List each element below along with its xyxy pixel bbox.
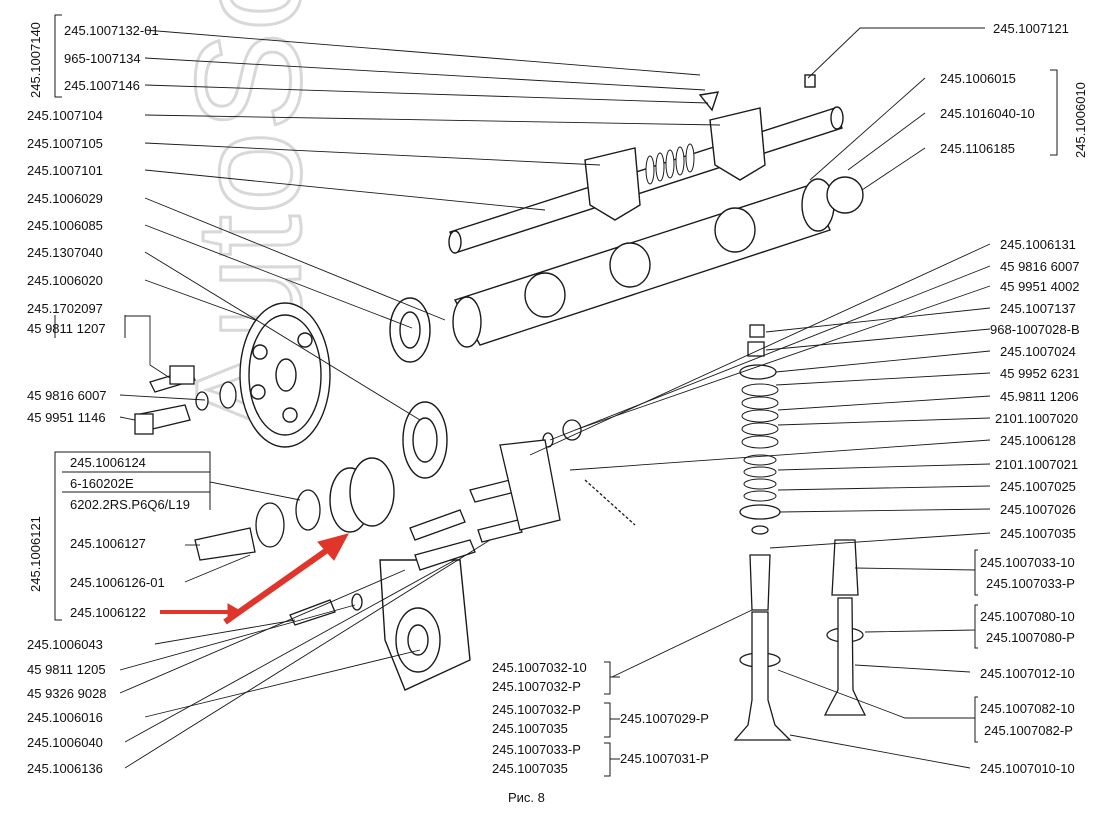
label-l17: 6202.2RS.P6Q6/L19 — [70, 497, 190, 512]
label-l26: 245.1006136 — [27, 761, 103, 776]
label-l06: 245.1007101 — [27, 163, 103, 178]
label-l08: 245.1006085 — [27, 218, 103, 233]
label-l25: 245.1006040 — [27, 735, 103, 750]
label-l11: 245.1702097 — [27, 301, 103, 316]
label-r21: 245.1007080-10 — [980, 609, 1075, 624]
label-r08: 245.1007137 — [1000, 301, 1076, 316]
label-r05: 245.1006131 — [1000, 237, 1076, 252]
label-r19: 245.1007033-10 — [980, 555, 1075, 570]
label-r25: 245.1007082-Р — [984, 723, 1073, 738]
label-l24: 245.1006016 — [27, 710, 103, 725]
label-b08: 245.1007031-Р — [620, 751, 709, 766]
camshaft-assembly — [448, 74, 864, 348]
label-l15: 245.1006124 — [70, 455, 146, 470]
label-l13: 45 9816 6007 — [27, 388, 107, 403]
label-r06: 45 9816 6007 — [1000, 259, 1080, 274]
label-r10: 245.1007024 — [1000, 344, 1076, 359]
label-l04: 245.1007104 — [27, 108, 103, 123]
label-r26: 245.1007010-10 — [980, 761, 1075, 776]
label-b01: 245.1007032-10 — [492, 660, 587, 675]
group-label-g1: 245.1007140 — [28, 22, 43, 98]
label-r23: 245.1007012-10 — [980, 666, 1075, 681]
label-r02: 245.1006015 — [940, 71, 1016, 86]
label-r17: 245.1007026 — [1000, 502, 1076, 517]
label-b07: 245.1007029-Р — [620, 711, 709, 726]
label-l21: 245.1006043 — [27, 637, 103, 652]
label-r01: 245.1007121 — [993, 21, 1069, 36]
label-r09: 968-1007028-В — [990, 322, 1080, 337]
label-r13: 2101.1007020 — [995, 411, 1079, 426]
label-r04: 245.1106185 — [940, 141, 1015, 156]
label-r07: 45 9951 4002 — [1000, 279, 1080, 294]
group-label-g2: 245.1006121 — [28, 516, 43, 592]
label-r18: 245.1007035 — [1000, 526, 1076, 541]
figure-caption: Рис. 8 — [508, 790, 545, 805]
label-r11: 45 9952 6231 — [1000, 366, 1080, 381]
group-label-g3: 245.1006010 — [1073, 82, 1088, 158]
label-l16: 6-160202Е — [70, 476, 134, 491]
label-b02: 245.1007032-Р — [492, 679, 581, 694]
label-l09: 245.1307040 — [27, 245, 103, 260]
label-r12: 45.9811 1206 — [1000, 389, 1079, 404]
label-l22: 45 9811 1205 — [27, 662, 106, 677]
label-l01: 245.1007132-01 — [64, 23, 159, 38]
label-r14: 245.1006128 — [1000, 433, 1076, 448]
label-l07: 245.1006029 — [27, 191, 103, 206]
brackets — [54, 14, 1058, 777]
label-l19: 245.1006126-01 — [70, 575, 165, 590]
timing-gears — [239, 297, 471, 691]
label-r24: 245.1007082-10 — [980, 701, 1075, 716]
red-arrows — [160, 533, 349, 625]
label-l20: 245.1006122 — [70, 605, 146, 620]
label-l05: 245.1007105 — [27, 136, 103, 151]
label-l02: 965-1007134 — [64, 51, 141, 66]
label-l18: 245.1006127 — [70, 536, 146, 551]
label-r15: 2101.1007021 — [995, 457, 1079, 472]
label-r03: 245.1016040-10 — [940, 106, 1035, 121]
label-r20: 245.1007033-Р — [986, 576, 1075, 591]
label-l12: 45 9811 1207 — [27, 321, 106, 336]
label-b04: 245.1007035 — [492, 721, 568, 736]
label-r22: 245.1007080-Р — [986, 630, 1075, 645]
label-b06: 245.1007035 — [492, 761, 568, 776]
label-r16: 245.1007025 — [1000, 479, 1076, 494]
label-l14: 45 9951 1146 — [27, 410, 106, 425]
label-l03: 245.1007146 — [64, 78, 140, 93]
fasteners — [134, 365, 636, 626]
label-b05: 245.1007033-Р — [492, 742, 581, 757]
label-l23: 45 9326 9028 — [27, 686, 107, 701]
label-b03: 245.1007032-Р — [492, 702, 581, 717]
valve-train — [733, 324, 867, 741]
label-l10: 245.1006020 — [27, 273, 103, 288]
